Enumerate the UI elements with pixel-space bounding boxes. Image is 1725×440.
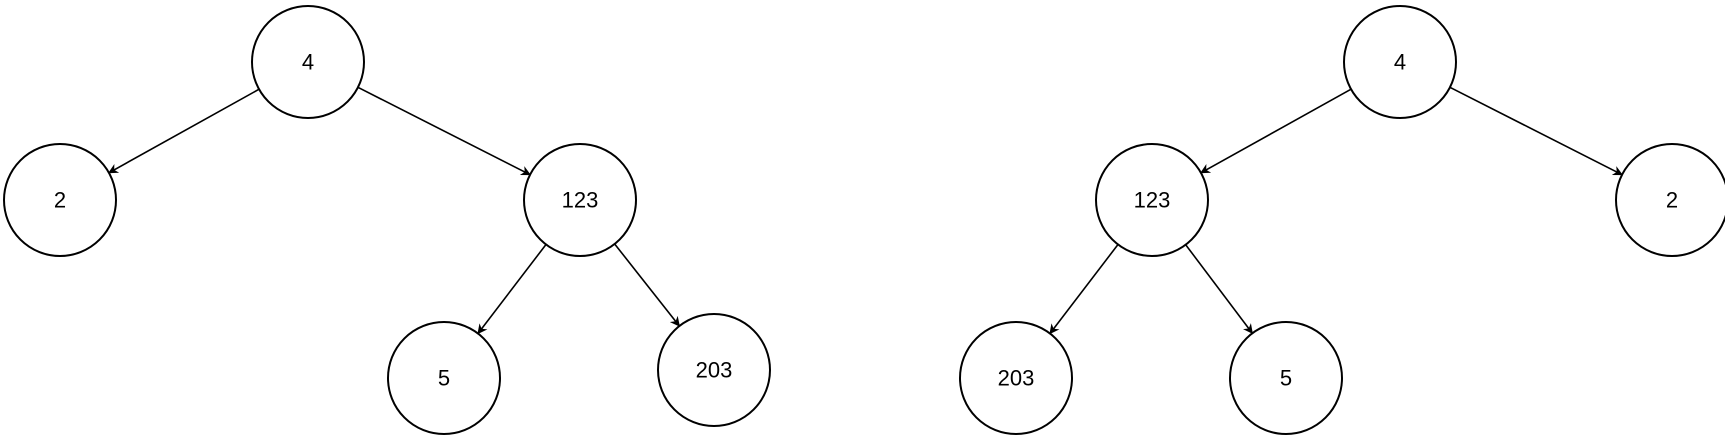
node-circle [1343,5,1457,119]
node-circle [959,321,1073,435]
nodes-layer: 4 2 123 5 203 4 123 2 203 5 [3,5,1725,435]
tree-node-b-root: 4 [1343,5,1457,119]
edge-b-root-to-b-right [1449,86,1623,176]
edge-b-left-to-b-left-left [1049,244,1119,335]
node-label: 5 [1280,366,1292,391]
edge-b-left-to-b-left-right [1185,244,1253,335]
node-circle [657,313,771,427]
node-label: 123 [1134,188,1171,213]
node-circle [1229,321,1343,435]
node-circle [251,5,365,119]
node-label: 203 [696,358,733,383]
node-label: 203 [998,366,1035,391]
edge-b-root-to-b-left [1200,88,1352,174]
node-label: 4 [1394,50,1406,75]
edges-layer [108,86,1623,335]
node-label: 5 [438,366,450,391]
node-label: 2 [54,188,66,213]
tree-node-b-left: 123 [1095,143,1209,257]
tree-node-a-right-left: 5 [387,321,501,435]
tree-node-a-right-right: 203 [657,313,771,427]
node-circle [523,143,637,257]
node-label: 123 [562,188,599,213]
node-circle [1095,143,1209,257]
edge-a-root-to-a-left [108,88,260,174]
tree-node-a-right: 123 [523,143,637,257]
edge-a-root-to-a-right [357,86,531,176]
tree-node-b-left-right: 5 [1229,321,1343,435]
node-circle [3,143,117,257]
edge-a-right-to-a-right-right [614,243,680,327]
tree-node-a-root: 4 [251,5,365,119]
tree-node-a-left: 2 [3,143,117,257]
edge-a-right-to-a-right-left [477,244,547,335]
tree-node-b-right: 2 [1615,143,1725,257]
tree-node-b-left-left: 203 [959,321,1073,435]
node-label: 4 [302,50,314,75]
node-label: 2 [1666,188,1678,213]
node-circle [387,321,501,435]
node-circle [1615,143,1725,257]
